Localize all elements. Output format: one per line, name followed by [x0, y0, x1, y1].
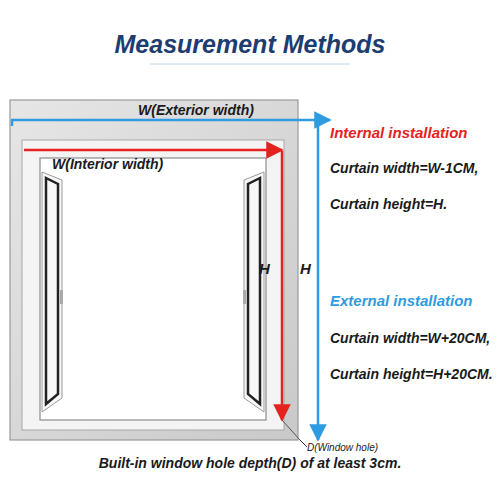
dimension-label: W(Exterior width) — [138, 102, 254, 118]
note-text: Built-in window hole depth(D) of at leas… — [99, 455, 402, 471]
section-heading: Internal installation — [330, 124, 468, 141]
formula-text: Curtain width=W-1CM, — [330, 160, 478, 176]
dimension-label: H — [259, 260, 270, 277]
right-sash — [244, 172, 264, 412]
left-sash-glass — [46, 178, 58, 404]
handle — [243, 290, 246, 304]
title: Measurement Methods — [115, 30, 386, 59]
title-rule — [150, 64, 350, 65]
interior-height-arrow — [281, 151, 284, 420]
formula-text: Curtain width=W+20CM, — [330, 330, 490, 346]
exterior-width-arrow — [11, 119, 330, 122]
depth-edge — [282, 420, 300, 440]
exterior-height-arrow — [317, 122, 320, 440]
window-frame — [22, 140, 284, 430]
dimension-label: W(Interior width) — [52, 156, 163, 172]
left-sash — [42, 172, 62, 412]
dimension-label: H — [300, 260, 311, 277]
depth-leader — [300, 440, 307, 447]
dimension-label: D(Window hole) — [307, 442, 378, 454]
formula-text: Curtain height=H. — [330, 196, 447, 212]
exterior-width-tick — [11, 120, 14, 126]
window-opening — [40, 158, 266, 420]
right-sash-glass — [248, 178, 260, 404]
formula-text: Curtain height=H+20CM. — [330, 366, 493, 382]
handle — [60, 290, 63, 304]
section-heading: External installation — [330, 292, 473, 309]
interior-width-arrow — [24, 149, 282, 152]
outer-frame — [10, 100, 298, 440]
